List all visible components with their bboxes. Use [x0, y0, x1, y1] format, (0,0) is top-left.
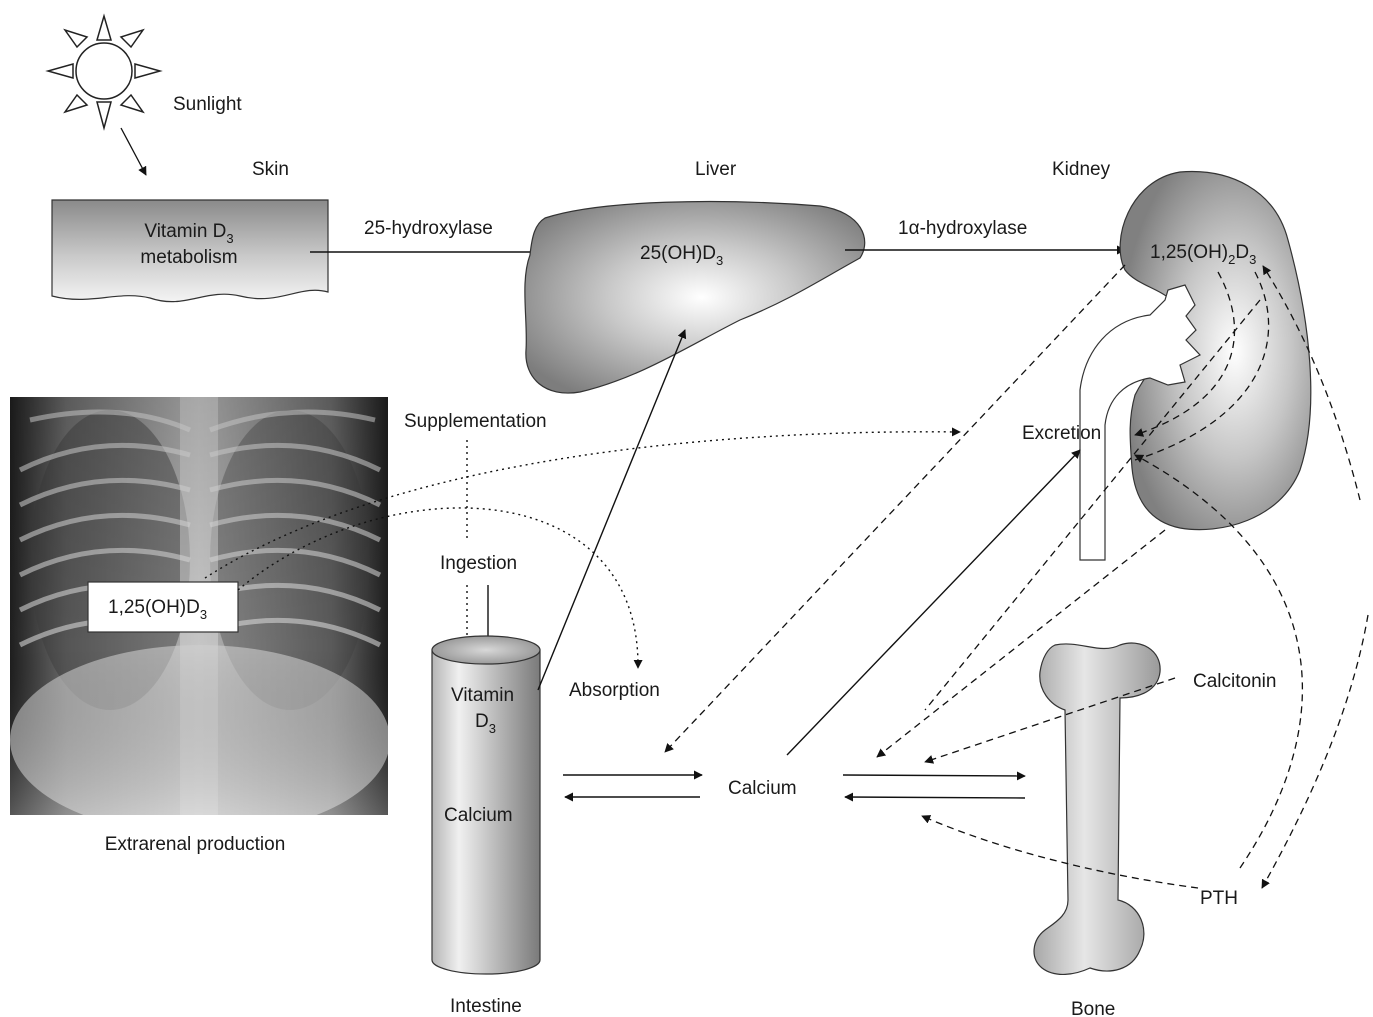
kidney-to-pth-dashed-arrow — [1262, 615, 1368, 888]
ingestion-label: Ingestion — [440, 553, 517, 574]
kidney-to-calcium-lower-dashed-arrow — [877, 530, 1165, 757]
kidney-label: Kidney — [1052, 159, 1111, 180]
intestine-vitamin-label: Vitamin — [451, 685, 514, 706]
bone-to-calcium-arrow — [845, 797, 1025, 798]
sunlight-arrow — [121, 128, 146, 175]
extrarenal-production-label: Extrarenal production — [105, 834, 286, 855]
absorption-label: Absorption — [569, 680, 660, 701]
excretion-label: Excretion — [1022, 423, 1101, 444]
calcium-to-excretion-arrow — [787, 450, 1080, 755]
sunlight-label: Sunlight — [173, 94, 242, 115]
bone-shape — [1034, 643, 1160, 974]
calcium-label: Calcium — [728, 778, 797, 799]
sun-icon — [48, 16, 160, 128]
intestine-calcium-label: Calcium — [444, 805, 513, 826]
intestine-label: Intestine — [450, 996, 522, 1017]
enzyme-1a-hydroxylase-label: 1α-hydroxylase — [898, 218, 1027, 239]
supplementation-label: Supplementation — [404, 411, 547, 432]
skin-label: Skin — [252, 159, 289, 180]
liver-label: Liver — [695, 159, 737, 180]
calcium-to-bone-arrow — [843, 775, 1025, 776]
calcitonin-label: Calcitonin — [1193, 671, 1276, 692]
skin-metabolism-label: metabolism — [140, 247, 237, 268]
bone-label: Bone — [1071, 999, 1115, 1017]
pth-to-calcium-dashed-arrow — [922, 816, 1198, 888]
pth-label: PTH — [1200, 888, 1238, 909]
liver-shape — [525, 202, 865, 394]
enzyme-25-hydroxylase-label: 25-hydroxylase — [364, 218, 493, 239]
